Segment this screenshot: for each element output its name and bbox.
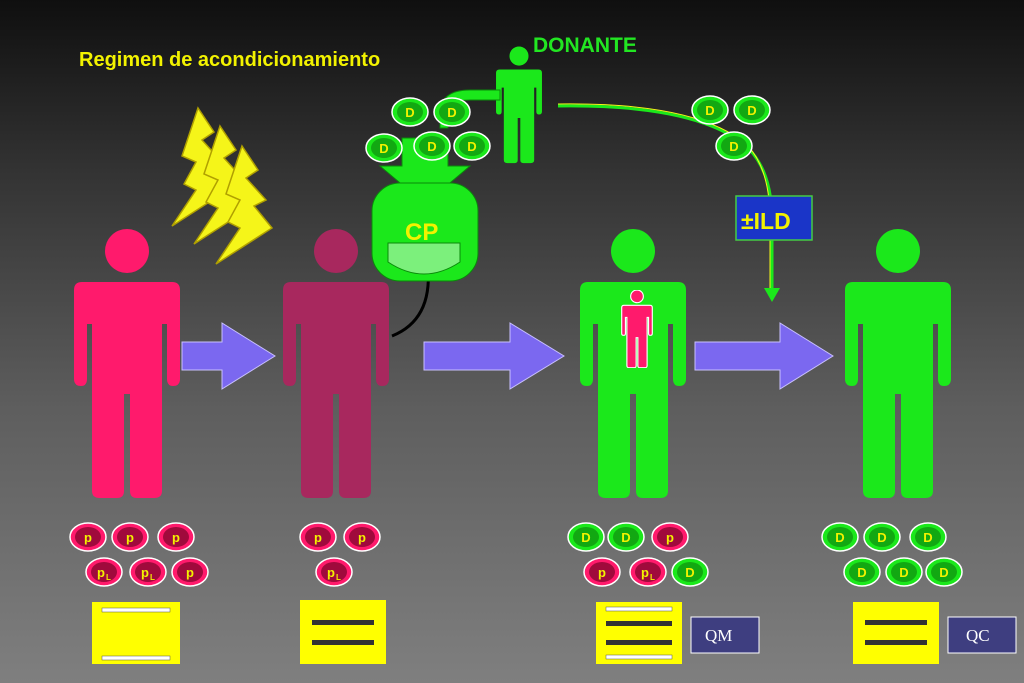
donor-cell-label: D xyxy=(379,141,388,156)
qm-label: QM xyxy=(705,626,732,645)
lymphocyte-subscript: L xyxy=(150,573,155,582)
recipient-cell-label: p xyxy=(172,530,180,545)
recipient-cell: p xyxy=(343,522,381,552)
recipient-lymphocyte-cell-label: p xyxy=(97,565,105,580)
qc-label: QC xyxy=(966,626,990,645)
recipient-lymphocyte-cell-label: p xyxy=(141,565,149,580)
donor-cell: D xyxy=(413,131,451,161)
donor-cell-label: D xyxy=(581,530,590,545)
gel-lane-recipient xyxy=(92,602,180,664)
conditioning-regimen-title: Regimen de acondicionamiento xyxy=(79,49,380,71)
donor-cell-label: D xyxy=(923,530,932,545)
recipient-cell: p xyxy=(651,522,689,552)
recipient-cell: p xyxy=(299,522,337,552)
recipient-lymphocyte-cell-label: p xyxy=(641,565,649,580)
lymphocyte-subscript: L xyxy=(106,573,111,582)
lymphocyte-subscript: L xyxy=(336,573,341,582)
donor-cell: D xyxy=(733,95,771,125)
arrow-conditioned-to-engrafted xyxy=(423,322,565,390)
lymphocyte-subscript: L xyxy=(650,573,655,582)
donor-cell: D xyxy=(863,522,901,552)
recipient-cell-label: p xyxy=(314,530,322,545)
recipient-cell-label: p xyxy=(126,530,134,545)
donor-cell-label: D xyxy=(621,530,630,545)
donor-cell: D xyxy=(391,97,429,127)
donor-cell: D xyxy=(909,522,947,552)
conditioned-recipient-figure xyxy=(283,229,389,498)
process-arrows xyxy=(181,322,834,390)
donor-cell: D xyxy=(567,522,605,552)
donor-cell: D xyxy=(365,133,403,163)
donor-cell: D xyxy=(453,131,491,161)
recipient-cell-label: p xyxy=(84,530,92,545)
donor-cell-label: D xyxy=(447,105,456,120)
ild-box xyxy=(735,195,813,241)
qm-box xyxy=(690,616,760,654)
donor-cell: D xyxy=(843,557,881,587)
donor-cell: D xyxy=(433,97,471,127)
cp-bag: CP xyxy=(371,182,479,282)
donor-cell-label: D xyxy=(899,565,908,580)
donor-cell-label: D xyxy=(857,565,866,580)
arrow-engrafted-to-complete xyxy=(694,322,834,390)
recipient-cell-label: p xyxy=(186,565,194,580)
recipient-cell-label: p xyxy=(666,530,674,545)
donor-cell-label: D xyxy=(877,530,886,545)
recipient-figure xyxy=(74,229,180,498)
donor-cell: D xyxy=(821,522,859,552)
cp-label: CP xyxy=(405,219,438,246)
donor-cell: D xyxy=(671,557,709,587)
gel-lane-conditioned xyxy=(300,600,386,664)
donor-cell-label: D xyxy=(427,139,436,154)
recipient-cell-label: p xyxy=(598,565,606,580)
donor-cell: D xyxy=(925,557,963,587)
ild-arrowhead xyxy=(764,288,780,302)
donor-cell: D xyxy=(607,522,645,552)
donor-cell-label: D xyxy=(705,103,714,118)
donor-cell: D xyxy=(691,95,729,125)
donor-cell: D xyxy=(885,557,923,587)
recipient-lymphocyte-cell-label: p xyxy=(327,565,335,580)
recipient-cell: p xyxy=(111,522,149,552)
donor-cell-label: D xyxy=(747,103,756,118)
lightning-bolts-icon xyxy=(171,106,274,265)
recipient-cell: p xyxy=(69,522,107,552)
donor-cell: D xyxy=(715,131,753,161)
recipient-cell: p xyxy=(157,522,195,552)
donor-figure xyxy=(496,46,542,164)
donor-label: DONANTE xyxy=(533,34,637,57)
donor-cell-label: D xyxy=(729,139,738,154)
qc-box xyxy=(947,616,1017,654)
gel-lane-complete xyxy=(853,602,939,664)
gel-lane-mixed xyxy=(596,602,682,664)
recipient-cell-label: p xyxy=(358,530,366,545)
ild-label: ±ILD xyxy=(741,208,791,234)
arrow-recipient-to-conditioned xyxy=(181,322,276,390)
complete-chimera-figure xyxy=(845,229,951,498)
recipient-cell: p xyxy=(583,557,621,587)
donor-cell-label: D xyxy=(939,565,948,580)
donor-cell-label: D xyxy=(685,565,694,580)
donor-cell-label: D xyxy=(405,105,414,120)
donor-cell-label: D xyxy=(835,530,844,545)
donor-cell-label: D xyxy=(467,139,476,154)
recipient-cell: p xyxy=(171,557,209,587)
